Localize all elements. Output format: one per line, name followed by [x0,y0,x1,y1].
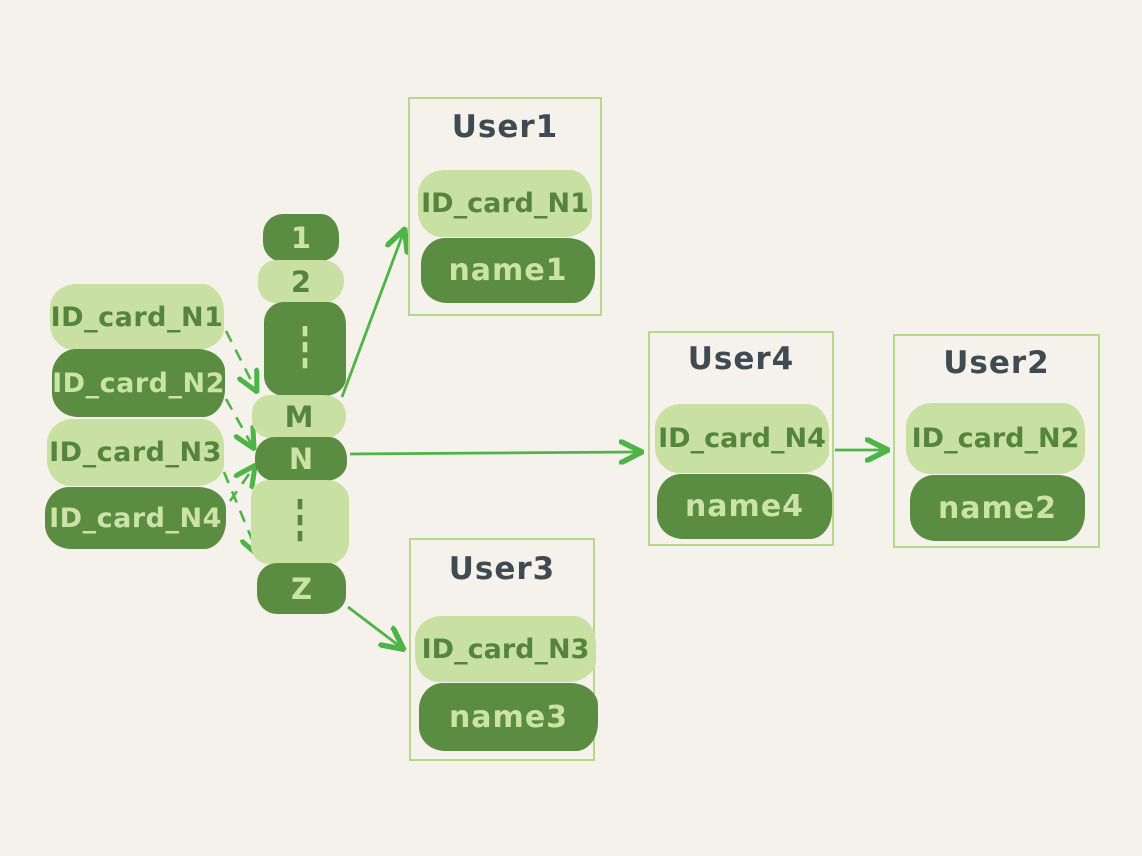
user1-id-card-label: ID_card_N1 [421,188,589,219]
bucket-z-label: Z [290,571,313,606]
bucket-m: M [252,395,346,438]
id-card-3: ID_card_N3 [47,419,224,486]
bucket-z: Z [257,563,346,614]
user1-id-card-chip: ID_card_N1 [418,170,592,237]
user2-box: User2 ID_card_N2 name2 [893,334,1100,548]
user1-box: User1 ID_card_N1 name1 [408,97,602,316]
user2-title: User2 [943,345,1050,381]
edge-solid-bucket-z-to-user3 [347,605,402,648]
id-card-1: ID_card_N1 [50,284,224,350]
id-card-3-label: ID_card_N3 [49,437,222,468]
edge-solid-bucket-n-to-user4 [349,452,640,454]
user3-box: User3 ID_card_N3 name3 [409,538,598,761]
bucket-1-label: 1 [290,221,312,255]
edge-dashed-card2-to-bucket-n [224,398,253,447]
user2-id-card-label: ID_card_N2 [911,423,1080,454]
id-card-1-label: ID_card_N1 [50,301,224,333]
user4-id-card-label: ID_card_N4 [658,423,826,454]
user3-id-card-label: ID_card_N3 [421,633,590,665]
user4-name-chip: name4 [657,474,832,539]
bucket-1: 1 [263,214,339,262]
user3-name-label: name3 [448,699,569,735]
bucket-n-label: N [288,442,314,476]
id-card-2-label: ID_card_N2 [52,367,225,399]
id-card-4: ID_card_N4 [45,487,226,549]
bucket-n: N [255,437,347,481]
user4-name-label: name4 [684,489,805,524]
user3-id-card-chip: ID_card_N3 [415,616,596,682]
bucket-m-label: M [284,399,314,434]
user4-box: User4 ID_card_N4 name4 [648,331,834,546]
bucket-2: 2 [258,260,344,303]
bucket-2-label: 2 [290,264,312,299]
bucket-dots-lower-label: ⋮ [287,490,313,554]
user1-name-label: name1 [448,253,568,288]
user2-name-label: name2 [937,490,1058,526]
bucket-dots-upper-label: ⋮ [292,317,318,381]
bucket-dots-upper: ⋮ [264,302,346,396]
user3-title: User3 [448,551,556,587]
id-card-2: ID_card_N2 [52,349,225,417]
user2-id-card-chip: ID_card_N2 [906,403,1085,474]
user2-name-chip: name2 [910,475,1085,541]
user4-title: User4 [687,341,795,377]
user3-name-chip: name3 [419,683,598,751]
edge-solid-bucket-m-to-user1 [340,231,404,398]
user4-id-card-chip: ID_card_N4 [655,404,829,473]
user1-name-chip: name1 [421,238,595,303]
id-card-4-label: ID_card_N4 [49,502,222,534]
bucket-dots-lower: ⋮ [251,480,349,564]
user1-title: User1 [451,109,559,145]
edge-dashed-card1-to-bucket-m [224,330,256,390]
